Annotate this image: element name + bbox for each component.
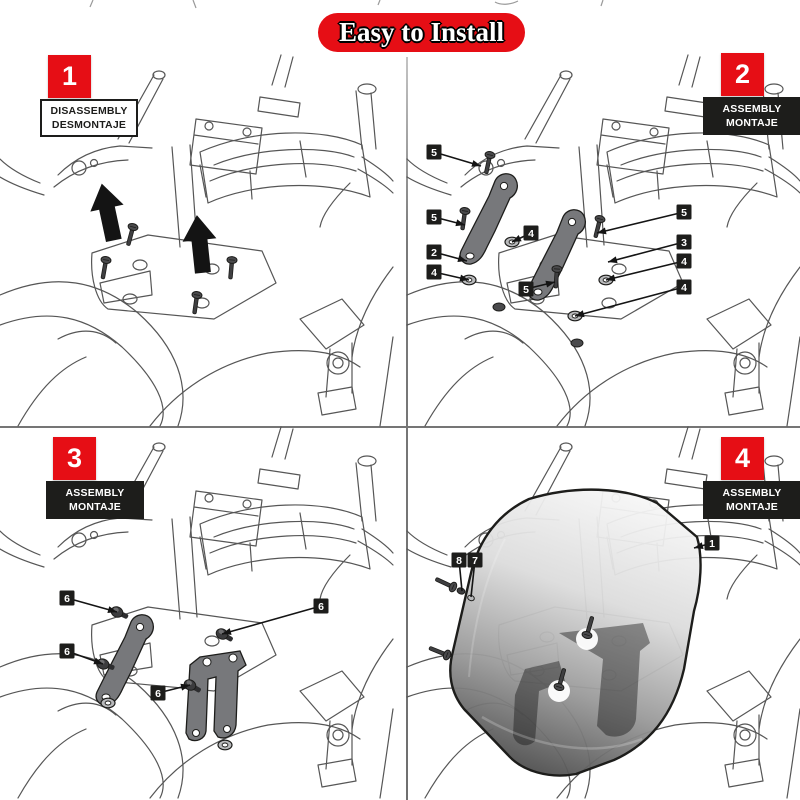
step-4-label-en: ASSEMBLY (722, 487, 782, 499)
svg-text:8: 8 (456, 555, 462, 567)
installed-bracket-right (185, 650, 247, 742)
part-callout-4: 4 (511, 225, 539, 243)
part-callout-6: 6 (59, 590, 118, 613)
remove-arrow-icon (85, 180, 131, 244)
svg-text:2: 2 (431, 247, 437, 259)
divider-vertical (406, 57, 408, 800)
step-1-label: DISASSEMBLY DESMONTAJE (40, 99, 138, 137)
callout-arrowhead-icon (455, 219, 465, 227)
svg-text:5: 5 (523, 284, 529, 296)
part-callout-5: 5 (596, 204, 692, 235)
svg-text:4: 4 (431, 267, 437, 279)
step-3-label-en: ASSEMBLY (65, 487, 125, 499)
screen-screws (548, 614, 598, 702)
part-callout-1: 1 (693, 535, 720, 551)
part-callout-4: 4 (605, 253, 692, 282)
callout-arrowhead-icon (575, 310, 585, 318)
svg-text:6: 6 (64, 593, 70, 605)
step-2-number-badge: 2 (721, 53, 764, 96)
callout-arrowhead-icon (459, 274, 469, 282)
title-banner: Easy to Install (318, 13, 525, 52)
part-callout-6: 6 (59, 643, 104, 665)
step-4-number-badge: 4 (721, 437, 764, 480)
callout-arrowhead-icon (512, 234, 522, 242)
part-callout-3: 3 (607, 234, 692, 264)
callout-arrowhead-icon (694, 542, 704, 549)
step-1-number-badge: 1 (48, 55, 91, 98)
step-3-label: ASSEMBLY MONTAJE (46, 481, 144, 519)
panel-4-drawing (406, 426, 800, 799)
callout-arrowhead-icon (545, 280, 555, 288)
part-callout-8: 8 (451, 552, 467, 592)
part-callout-2: 2 (426, 244, 468, 263)
panel-3-drawing (0, 426, 394, 799)
svg-text:7: 7 (472, 555, 478, 567)
panel-2-callouts: 5 5 2 4 4 5 5 3 4 4 (426, 144, 692, 318)
title-banner-text: Easy to Install (338, 17, 505, 47)
svg-text:4: 4 (528, 228, 534, 240)
panel-2-drawing (406, 54, 800, 427)
panel-3-callouts: 6 6 6 6 (59, 590, 329, 701)
step-1-label-en: DISASSEMBLY (50, 105, 128, 117)
part-callout-4: 4 (426, 264, 470, 282)
svg-text:4: 4 (681, 256, 687, 268)
svg-text:6: 6 (318, 601, 324, 613)
part-callout-5: 5 (426, 144, 482, 167)
callout-arrowhead-icon (457, 255, 467, 263)
callout-arrowhead-icon (606, 274, 616, 282)
step-1-label-es: DESMONTAJE (51, 119, 127, 131)
windscreen (449, 488, 702, 777)
svg-text:1: 1 (709, 538, 715, 550)
svg-text:5: 5 (681, 207, 687, 219)
svg-text:5: 5 (431, 147, 437, 159)
svg-text:3: 3 (681, 237, 687, 249)
top-edge-fragments (89, 0, 604, 9)
svg-text:6: 6 (64, 646, 70, 658)
step-2-label: ASSEMBLY MONTAJE (703, 97, 800, 135)
part-callout-4: 4 (574, 279, 692, 318)
step-4-label-es: MONTAJE (726, 501, 778, 513)
callout-arrowhead-icon (471, 160, 481, 167)
callout-arrowhead-icon (222, 628, 232, 635)
callout-arrowhead-icon (107, 606, 117, 613)
part-callout-5: 5 (426, 209, 466, 227)
step-2-label-es: MONTAJE (726, 117, 778, 129)
callout-arrowhead-icon (180, 683, 190, 691)
step-3-label-es: MONTAJE (69, 501, 121, 513)
bracket-silhouettes (513, 623, 650, 746)
part-callout-7: 7 (467, 552, 483, 598)
svg-text:6: 6 (155, 688, 161, 700)
step-3-number-badge: 3 (53, 437, 96, 480)
svg-text:4: 4 (681, 282, 687, 294)
callout-arrowhead-icon (597, 227, 607, 235)
divider-horizontal (0, 426, 800, 428)
callout-arrowhead-icon (608, 256, 618, 264)
step-4-label: ASSEMBLY MONTAJE (703, 481, 800, 519)
step-2-label-en: ASSEMBLY (722, 103, 782, 115)
svg-text:5: 5 (431, 212, 437, 224)
part-callout-6: 6 (150, 683, 191, 701)
windscreen-bracket-left (459, 173, 518, 265)
callout-arrowhead-icon (93, 657, 103, 665)
part-callout-6: 6 (221, 598, 329, 635)
part-callout-5: 5 (518, 280, 556, 297)
